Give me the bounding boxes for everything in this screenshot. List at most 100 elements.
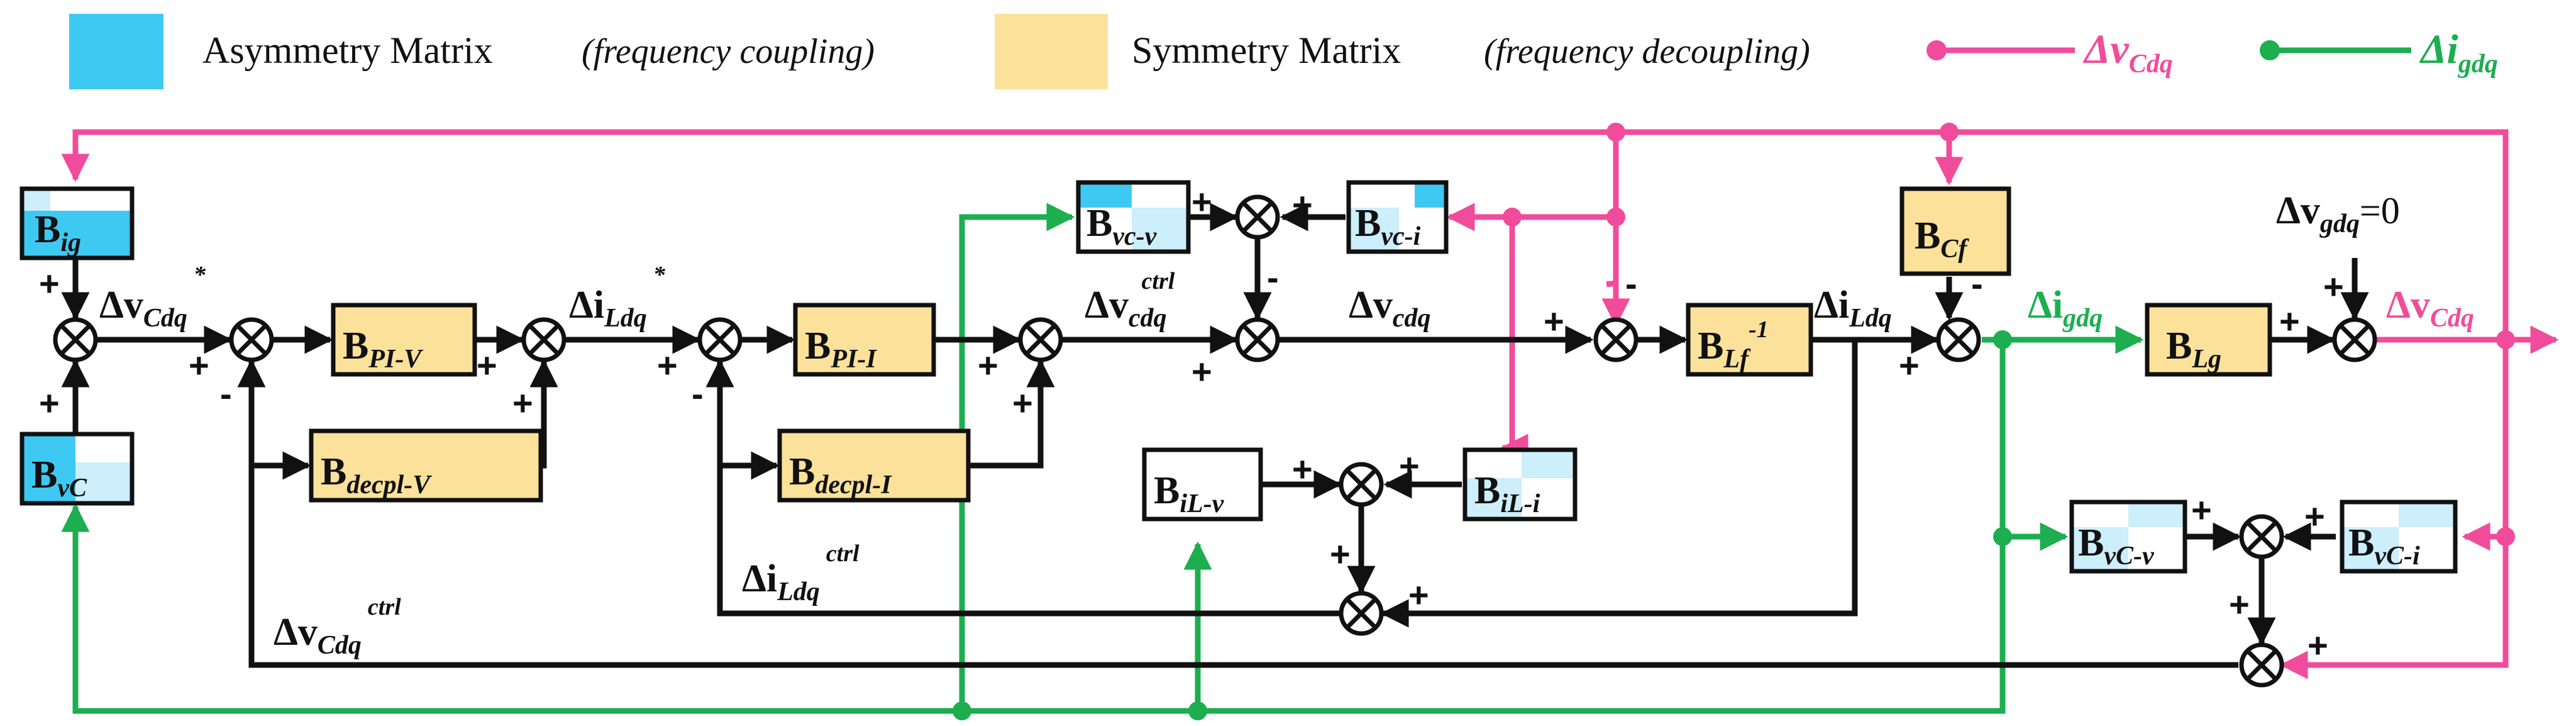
sign-plus: + xyxy=(978,345,998,385)
legend-voltage-label: ΔvCdq xyxy=(2082,26,2173,79)
block-b-lf: BLf-1 xyxy=(1686,303,1813,377)
sign-plus: + xyxy=(189,345,209,385)
label-v-cdq: Δvcdq xyxy=(1349,284,1431,333)
label-i-ref: ΔiLdq* xyxy=(569,262,666,333)
block-b-vc-i: Bvc-i xyxy=(1346,180,1449,254)
junction-signs: + + + - + + + - + + + - + + + - + - + + … xyxy=(39,182,2344,665)
sign-plus: + xyxy=(1292,185,1313,225)
sum-junction-10 xyxy=(1339,591,1384,636)
sum-junction-8 xyxy=(1936,317,1981,362)
block-b-pi-i: BPI-I xyxy=(793,303,936,377)
block-b-decpl-v: Bdecpl-V xyxy=(309,428,543,503)
label-v-out: ΔvCdq xyxy=(2386,284,2474,333)
block-b-vc: BvC xyxy=(19,432,135,506)
label-i-ldq: ΔiLdq xyxy=(1814,284,1892,333)
sign-plus: + xyxy=(1191,182,1212,221)
sum-junction-vC xyxy=(2239,514,2284,559)
block-b-vC-i: BvC-i xyxy=(2340,500,2458,574)
block-b-decpl-i: Bdecpl-I xyxy=(777,428,971,503)
sign-plus: + xyxy=(39,264,60,303)
sign-plus: + xyxy=(1899,345,1920,385)
label-i-ctrl: ΔiLdqctrl xyxy=(742,540,860,606)
label-v-ref: ΔvCdq* xyxy=(99,262,206,333)
sign-plus: + xyxy=(1399,446,1420,486)
sign-plus: + xyxy=(2279,301,2300,341)
block-b-il-i: BiL-i xyxy=(1462,447,1578,522)
sum-junction-6 xyxy=(1235,317,1280,362)
label-v-ctrl-out: Δvcdqctrl xyxy=(1085,268,1175,333)
sum-junction-5 xyxy=(1018,317,1063,362)
sum-junction-3 xyxy=(521,317,567,362)
legend-voltage-wire: ΔvCdq xyxy=(1926,26,2173,79)
sum-junction-11 xyxy=(2239,642,2284,688)
sum-junction-il xyxy=(1339,462,1384,507)
sum-junction-1 xyxy=(53,317,98,362)
svg-text:BPI-I: BPI-I xyxy=(805,325,877,374)
sign-minus: - xyxy=(220,374,232,413)
sign-minus: - xyxy=(1971,264,1983,303)
sign-plus: + xyxy=(1408,575,1429,615)
sign-plus: + xyxy=(1012,383,1033,423)
sum-junction-7 xyxy=(1593,317,1639,362)
svg-text:Bdecpl-I: Bdecpl-I xyxy=(789,450,892,500)
voltage-feedback-wires xyxy=(61,123,2559,679)
legend-symmetry-swatch xyxy=(995,14,1108,89)
sign-plus: + xyxy=(2323,267,2344,306)
label-v-gdq: Δvgdq=0 xyxy=(2276,189,2400,238)
current-wires xyxy=(61,203,2144,720)
label-v-ctrl: ΔvCdqctrl xyxy=(274,594,401,660)
legend-current-label: Δigdq xyxy=(2419,26,2498,79)
sign-plus: + xyxy=(2304,496,2325,536)
sign-plus: + xyxy=(512,383,533,423)
block-b-cf: BCf xyxy=(1899,186,2011,276)
signal-wires xyxy=(61,203,2369,668)
sign-plus: + xyxy=(1191,352,1212,391)
block-b-vC-v: BvC-v xyxy=(2069,500,2187,574)
legend-asymmetry-swatch xyxy=(69,14,163,89)
svg-text:Bvc-i: Bvc-i xyxy=(1355,202,1421,251)
svg-text:BiL-i: BiL-i xyxy=(1474,469,1540,518)
sign-plus: + xyxy=(2308,625,2328,665)
svg-text:BLf-1: BLf-1 xyxy=(1698,316,1769,374)
svg-text:BiL-v: BiL-v xyxy=(1154,469,1225,518)
legend-symmetry-label: Symmetry Matrix xyxy=(1132,30,1401,71)
block-b-ig: Big xyxy=(19,186,135,260)
sign-plus: + xyxy=(1292,449,1313,489)
legend-current-wire: Δigdq xyxy=(2260,26,2498,79)
sum-junction-4 xyxy=(697,317,743,362)
legend-asymmetry-note: (frequency coupling) xyxy=(582,32,875,71)
summing-junctions xyxy=(53,194,2377,688)
sign-minus: - xyxy=(692,374,704,413)
sum-junction-vc xyxy=(1235,194,1280,240)
svg-text:Bdecpl-V: Bdecpl-V xyxy=(321,450,432,500)
svg-text:Bvc-v: Bvc-v xyxy=(1086,202,1158,251)
sign-plus: + xyxy=(1330,534,1351,574)
sign-minus: - xyxy=(1267,257,1279,297)
sign-plus: + xyxy=(657,345,678,385)
label-i-gdq: Δigdq xyxy=(2028,284,2103,333)
svg-text:Big: Big xyxy=(35,208,81,257)
legend-asymmetry-label: Asymmetry Matrix xyxy=(202,30,493,71)
block-b-il-v: BiL-v xyxy=(1142,447,1263,522)
block-b-vc-v: Bvc-v xyxy=(1076,180,1191,254)
svg-text:BvC-i: BvC-i xyxy=(2348,522,2420,571)
sign-plus: + xyxy=(39,383,60,423)
svg-text:BvC-v: BvC-v xyxy=(2078,522,2155,571)
sign-plus: + xyxy=(2229,584,2250,624)
legend: Asymmetry Matrix (frequency coupling) Sy… xyxy=(69,14,2498,89)
legend-symmetry-note: (frequency decoupling) xyxy=(1484,32,1810,71)
block-b-pi-v: BPI-V xyxy=(331,303,477,377)
svg-text:BvC: BvC xyxy=(31,454,87,503)
svg-text:BLg: BLg xyxy=(2166,325,2221,374)
svg-text:BCf: BCf xyxy=(1915,215,1969,264)
sign-plus: + xyxy=(1544,301,1564,341)
sign-plus: + xyxy=(477,345,497,385)
svg-text:BPI-V: BPI-V xyxy=(343,325,423,374)
sum-junction-9 xyxy=(2332,317,2377,362)
block-b-lg: BLg xyxy=(2145,303,2272,377)
sign-minus: - xyxy=(1625,264,1637,303)
sum-junction-2 xyxy=(229,317,274,362)
sign-plus: + xyxy=(2191,490,2212,530)
signal-labels: ΔvCdq* ΔiLdq* Δvcdqctrl Δvcdq ΔiLdq Δigd… xyxy=(99,189,2474,660)
